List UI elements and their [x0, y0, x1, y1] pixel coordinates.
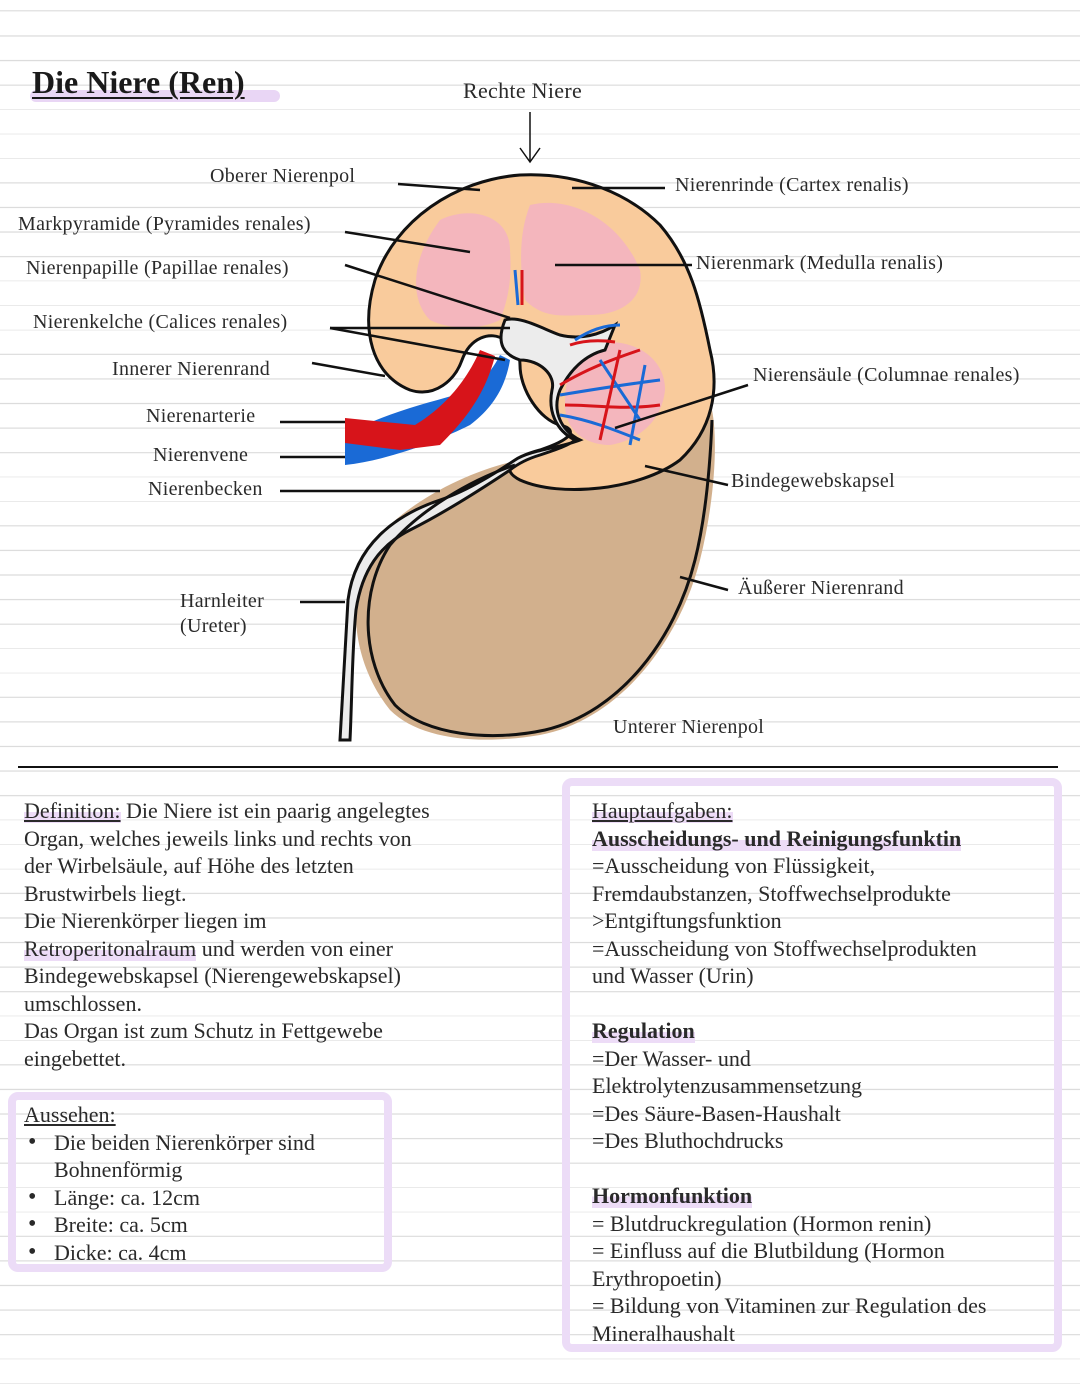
page-title: Die Niere (Ren)	[32, 64, 245, 100]
task-line: und Wasser (Urin)	[592, 963, 754, 988]
label-ureter: (Ureter)	[180, 615, 247, 637]
aussehen-item: Länge: ca. 12cm	[24, 1184, 384, 1212]
hauptaufgaben-section: Hauptaufgaben: Ausscheidungs- und Reinig…	[592, 797, 1054, 1347]
aussehen-section: Aussehen: Die beiden Nierenkörper sindBo…	[24, 1101, 384, 1266]
section-divider	[18, 766, 1058, 768]
label-nierensaeule: Nierensäule (Columnae renales)	[753, 364, 1020, 386]
hauptaufgaben-heading: Hauptaufgaben:	[592, 798, 733, 823]
task-line: Fremdaubstanzen, Stoffwechselprodukte	[592, 880, 951, 906]
label-innerer-nierenrand: Innerer Nierenrand	[112, 358, 271, 380]
medulla-pyramid-right	[521, 202, 641, 316]
task-line: = Einfluss auf die Blutbildung (Hormon	[592, 1238, 945, 1263]
label-nierenmark: Nierenmark (Medulla renalis)	[696, 252, 944, 274]
definition-line: umschlossen.	[24, 990, 142, 1016]
definition-heading: Definition:	[24, 798, 121, 823]
task-line: Erythropoetin)	[592, 1265, 722, 1291]
task-line: = Bildung von Vitaminen zur Regulation d…	[592, 1293, 987, 1318]
definition-line: Die Nierenkörper liegen im	[24, 908, 267, 933]
aussehen-box	[8, 1092, 392, 1272]
task-line: =Ausscheidung von Flüssigkeit,	[592, 853, 876, 878]
task-line: =Des Säure-Basen-Haushalt	[592, 1100, 841, 1126]
definition-line: Organ, welches jeweils links und rechts …	[24, 825, 412, 851]
definition-line: Brustwirbels liegt.	[24, 880, 187, 906]
label-nierenbecken: Nierenbecken	[148, 478, 263, 500]
definition-section: Definition: Die Niere ist ein paarig ang…	[24, 797, 544, 1072]
definition-line: Das Organ ist zum Schutz in Fettgewebe	[24, 1018, 383, 1043]
definition-line: Bindegewebskapsel (Nierengewebskapsel)	[24, 963, 401, 988]
task-line: Elektrolytenzusammensetzung	[592, 1073, 863, 1098]
aussehen-item: Dicke: ca. 4cm	[24, 1239, 384, 1267]
diagram-heading: Rechte Niere	[463, 78, 583, 103]
label-oberer-nierenpol: Oberer Nierenpol	[210, 165, 356, 187]
fat-capsule	[355, 410, 715, 740]
hauptaufgaben-box	[562, 778, 1062, 1352]
section-title-hormonfunktion: Hormonfunktion	[592, 1183, 753, 1208]
label-nierenpapille: Nierenpapille (Papillae renales)	[26, 257, 289, 279]
definition-line: Die Niere ist ein paarig angelegtes	[126, 798, 430, 823]
branching-vessels	[513, 269, 661, 446]
retroperitonalraum-term: Retroperitonalraum	[24, 935, 197, 961]
task-line: =Des Bluthochdrucks	[592, 1128, 784, 1153]
title-highlight	[30, 90, 280, 102]
definition-line: und werden von einer	[196, 935, 393, 961]
task-line: = Blutdruckregulation (Hormon renin)	[592, 1210, 932, 1236]
definition-line: eingebettet.	[24, 1045, 127, 1071]
medulla-pyramid-left	[416, 213, 511, 328]
label-nierenvene: Nierenvene	[153, 444, 249, 466]
section-title-ausscheidung: Ausscheidungs- und Reinigungsfunktin	[592, 825, 962, 851]
label-aeusserer-nierenrand: Äußerer Nierenrand	[738, 577, 904, 599]
task-line: >Entgiftungsfunktion	[592, 908, 782, 933]
task-line: =Ausscheidung von Stoffwechselprodukten	[592, 935, 977, 961]
renal-artery	[345, 350, 495, 450]
label-nierenkelche: Nierenkelche (Calices renales)	[33, 311, 288, 333]
section-title-regulation: Regulation	[592, 1018, 695, 1043]
definition-line: der Wirbelsäule, auf Höhe des letzten	[24, 853, 354, 878]
label-unterer-nierenpol: Unterer Nierenpol	[613, 716, 765, 738]
aussehen-heading: Aussehen:	[24, 1102, 116, 1127]
label-nierenarterie: Nierenarterie	[146, 405, 256, 427]
renal-pelvis	[338, 317, 619, 742]
label-nierenrinde: Nierenrinde (Cartex renalis)	[675, 174, 909, 196]
aussehen-item: Breite: ca. 5cm	[24, 1211, 384, 1239]
kidney-diagram	[280, 112, 749, 742]
pointer-lines	[280, 182, 749, 604]
task-line: =Der Wasser- und	[592, 1045, 751, 1071]
label-markpyramide: Markpyramide (Pyramides renales)	[18, 213, 311, 235]
label-harnleiter: Harnleiter	[180, 590, 265, 612]
label-bindegewebskapsel: Bindegewebskapsel	[731, 470, 895, 492]
task-line: Mineralhaushalt	[592, 1320, 735, 1346]
